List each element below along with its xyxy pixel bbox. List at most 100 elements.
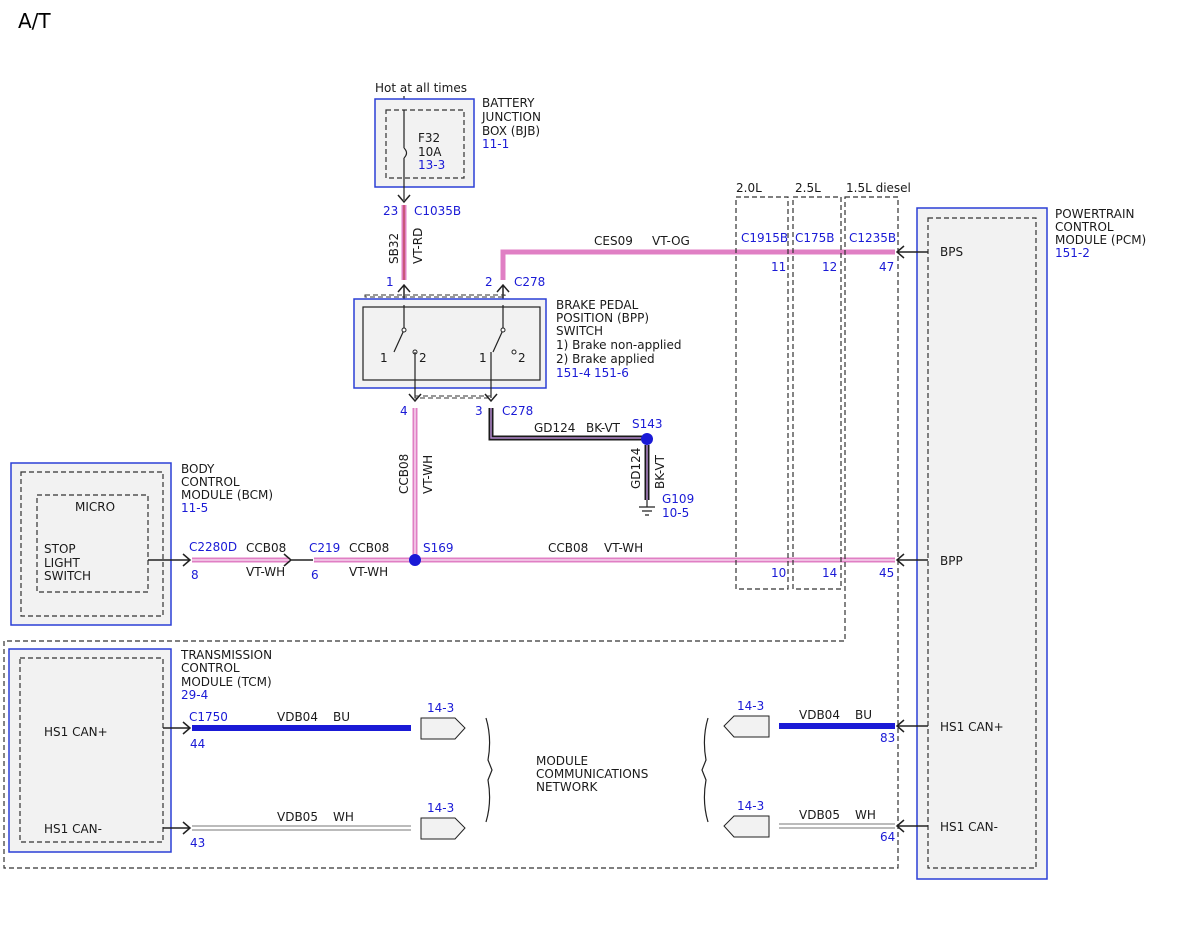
tcm-can-plus-offpage-icon: [420, 717, 466, 740]
splice-s169: [409, 554, 421, 566]
pcm-offpage-ref-1: 14-3: [737, 699, 764, 713]
bjb-name-3: BOX (BJB): [482, 124, 540, 138]
gd124-drop-circuit: GD124: [629, 448, 643, 489]
tcm-vdb05-circuit: VDB05: [277, 810, 318, 824]
bcm-micro: MICRO: [75, 500, 115, 514]
bjb-pin: 23: [383, 204, 398, 218]
bjb-inner: [385, 109, 465, 179]
bcm-stop: STOP: [44, 542, 76, 556]
bjb-hot-label: Hot at all times: [375, 81, 467, 95]
sb32-circuit: SB32: [387, 233, 401, 264]
bjb-name-2: JUNCTION: [481, 110, 541, 124]
tcm-can-minus-arrow-icon: [163, 821, 192, 835]
bjb-ref: 11-1: [482, 137, 509, 151]
pcm-vdb04-color: BU: [855, 708, 872, 722]
pcm-can-minus: HS1 CAN-: [940, 820, 998, 834]
variant-2-0-label: 2.0L: [736, 181, 762, 195]
gd124-circuit: GD124: [534, 421, 575, 435]
network-label-3: NETWORK: [536, 780, 599, 794]
ces09-circuit: CES09: [594, 234, 633, 248]
ccb08-seg3-color: VT-WH: [604, 541, 643, 555]
tcm-can-plus-arrow-icon: [163, 721, 192, 735]
tcm-can-minus: HS1 CAN-: [44, 822, 102, 836]
ground-label: G109: [662, 492, 694, 506]
ces09-color: VT-OG: [652, 234, 690, 248]
bcm-name-2: CONTROL: [181, 475, 240, 489]
variant-2-5-label: 2.5L: [795, 181, 821, 195]
bcm-light: LIGHT: [44, 556, 81, 570]
bcm-switch: SWITCH: [44, 569, 91, 583]
gd124-drop-color: BK-VT: [653, 454, 667, 489]
ccb08-vert-color: VT-WH: [421, 455, 435, 494]
switch2-pivot: [500, 327, 506, 333]
bjb-name-1: BATTERY: [482, 96, 535, 110]
bpp-name-2: POSITION (BPP): [556, 311, 649, 325]
bpp-state-1: 1) Brake non-applied: [556, 338, 682, 352]
switch2-contact: [511, 349, 517, 355]
pcm-inner: [927, 217, 1037, 869]
bpp-conn-top: C278: [514, 275, 545, 289]
pcm-can-minus-offpage-icon: [723, 815, 770, 838]
variant-top-pin-1: 11: [771, 260, 786, 274]
bcm-box: [10, 462, 172, 626]
variant-conn-1: C1915B: [741, 231, 788, 245]
c219-arrow-icon: [283, 553, 313, 567]
bcm-inner: [20, 471, 164, 617]
pcm-name-1: POWERTRAIN: [1055, 207, 1135, 221]
bpp-conn-bottom: C278: [502, 404, 533, 418]
tcm-name-1: TRANSMISSION: [180, 648, 272, 662]
variant-conn-3: C1235B: [849, 231, 896, 245]
fuse-icon: [403, 110, 408, 200]
ccb08-seg1-color: VT-WH: [246, 565, 285, 579]
network-label-2: COMMUNICATIONS: [536, 767, 648, 781]
gd124-color: BK-VT: [586, 421, 621, 435]
bpp-state-2: 2) Brake applied: [556, 352, 655, 366]
tcm-name-2: CONTROL: [181, 661, 240, 675]
network-label-1: MODULE: [536, 754, 588, 768]
variant-bottom-pin-1: 10: [771, 566, 786, 580]
pcm-bps-arrow-icon: [895, 245, 928, 259]
network-brace-right: [701, 717, 709, 823]
pcm-can-plus: HS1 CAN+: [940, 720, 1004, 734]
variant-top-pin-2: 12: [822, 260, 837, 274]
sb32-color: VT-RD: [411, 228, 425, 264]
bpp-link-line: [364, 294, 506, 298]
bcm-out-arrow-icon: [148, 553, 192, 567]
tcm-pin-plus: 44: [190, 737, 205, 751]
pcm-vdb04-circuit: VDB04: [799, 708, 840, 722]
tcm-vdb04-color: BU: [333, 710, 350, 724]
tcm-vdb05-color: WH: [333, 810, 354, 824]
pcm-can-plus-arrow-icon: [895, 719, 928, 733]
splice-s143-label: S143: [632, 417, 663, 431]
pcm-bpp-arrow-icon: [895, 553, 928, 567]
pcm-vdb05-circuit: VDB05: [799, 808, 840, 822]
variant-diesel-label: 1.5L diesel: [846, 181, 911, 195]
pcm-bpp: BPP: [940, 554, 963, 568]
c219-conn: C219: [309, 541, 340, 555]
wire-gd124-tracer: [490, 408, 647, 439]
bpp-name-1: BRAKE PEDAL: [556, 298, 639, 312]
bpp-out-arrows-icon: [408, 393, 498, 403]
bcm-ref: 11-5: [181, 501, 208, 515]
pcm-bps: BPS: [940, 245, 963, 259]
network-brace-left: [485, 717, 493, 823]
switch1-pivot: [401, 327, 407, 333]
pcm-box: [916, 207, 1048, 880]
pcm-vdb05-color: WH: [855, 808, 876, 822]
ground-ref: 10-5: [662, 506, 689, 520]
switch1-pos1: 1: [380, 351, 388, 365]
bjb-box: [374, 98, 475, 188]
bjb-conn: C1035B: [414, 204, 461, 218]
splice-s143: [641, 433, 653, 445]
pcm-pin-minus: 64: [880, 830, 895, 844]
bpp-name-3: SWITCH: [556, 324, 603, 338]
variant-bottom-pin-3: 45: [879, 566, 894, 580]
bpp-inner: [362, 306, 541, 381]
variant-bottom-pin-2: 14: [822, 566, 837, 580]
tcm-inner: [19, 657, 164, 843]
pcm-ref: 151-2: [1055, 246, 1090, 260]
variant-2-0-box: [735, 196, 789, 590]
variant-2-5-box: [792, 196, 842, 590]
bpp-pin1: 1: [386, 275, 394, 289]
